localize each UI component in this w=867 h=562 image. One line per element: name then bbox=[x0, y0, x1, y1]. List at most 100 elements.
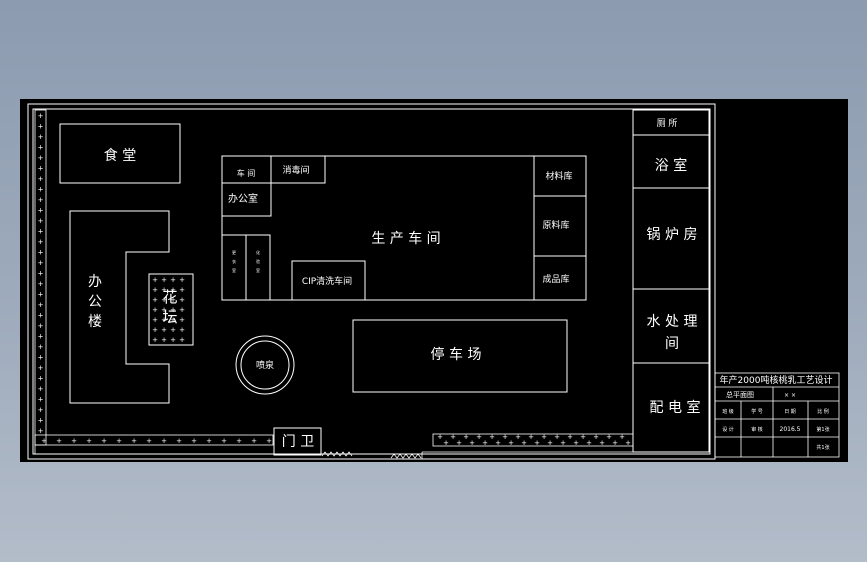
planting-mark: + bbox=[38, 427, 44, 435]
planting-mark: + bbox=[170, 316, 176, 324]
planting-mark: + bbox=[152, 276, 158, 284]
planting-mark: + bbox=[612, 439, 618, 447]
title-block-class: 班 级 bbox=[722, 408, 734, 415]
office-building bbox=[69, 210, 170, 404]
planting-mark: + bbox=[534, 439, 540, 447]
planting-mark: + bbox=[251, 437, 257, 445]
small-room-right bbox=[245, 234, 271, 301]
planting-mark: + bbox=[599, 439, 605, 447]
label-glyph: 化 bbox=[256, 249, 260, 255]
planting-mark: + bbox=[38, 364, 44, 372]
planting-mark: + bbox=[38, 417, 44, 425]
planting-mark: + bbox=[179, 316, 185, 324]
gate-right bbox=[390, 453, 422, 459]
boiler-label: 锅 炉 房 bbox=[647, 227, 698, 243]
planting-mark: + bbox=[547, 439, 553, 447]
finished-goods-label: 成品库 bbox=[542, 273, 569, 285]
canteen-building bbox=[59, 123, 181, 184]
planting-mark: + bbox=[179, 336, 185, 344]
title-block-drawing-name: 总平面图 bbox=[726, 390, 754, 399]
label-glyph: 更 bbox=[232, 250, 236, 255]
planting-mark: + bbox=[38, 175, 44, 183]
fountain-inner-ring bbox=[240, 340, 290, 390]
title-block-title: 年产2000吨核桃乳工艺设计 bbox=[720, 374, 833, 386]
planting-mark: + bbox=[38, 249, 44, 257]
planting-mark: + bbox=[152, 296, 158, 304]
planting-mark: + bbox=[554, 433, 560, 441]
planting-mark: + bbox=[161, 437, 167, 445]
planting-mark: + bbox=[191, 437, 197, 445]
planting-mark: + bbox=[179, 296, 185, 304]
planting-mark: + bbox=[38, 217, 44, 225]
planting-mark: + bbox=[528, 433, 534, 441]
label-line: 坛 bbox=[162, 308, 177, 326]
planting-mark: + bbox=[170, 286, 176, 294]
planting-mark: + bbox=[38, 385, 44, 393]
planting-mark: + bbox=[38, 154, 44, 162]
planting-mark: + bbox=[179, 326, 185, 334]
title-block-year: 2016.5 bbox=[780, 426, 801, 433]
label-line: 办 bbox=[88, 274, 102, 290]
planting-mark: + bbox=[116, 437, 122, 445]
planting-mark: + bbox=[161, 326, 167, 334]
planting-mark: + bbox=[541, 433, 547, 441]
cip-label: CIP清洗车间 bbox=[302, 275, 352, 287]
planting-mark: + bbox=[170, 296, 176, 304]
planting-mark: + bbox=[41, 437, 47, 445]
planting-mark: + bbox=[456, 439, 462, 447]
finished-goods-store bbox=[533, 255, 587, 301]
planting-mark: + bbox=[161, 306, 167, 314]
planting-mark: + bbox=[489, 433, 495, 441]
planting-mark: + bbox=[38, 291, 44, 299]
label-glyph: 衣 bbox=[232, 258, 236, 264]
planting-mark: + bbox=[619, 433, 625, 441]
planting-mark: + bbox=[38, 165, 44, 173]
planting-mark: + bbox=[567, 433, 573, 441]
planting-mark: + bbox=[170, 276, 176, 284]
hedge-left: +++++++++++++++++++++++++++++++ bbox=[34, 109, 47, 446]
planting-mark: + bbox=[38, 228, 44, 236]
parking-label: 停 车 场 bbox=[431, 346, 482, 363]
planting-mark: + bbox=[170, 336, 176, 344]
planting-mark: + bbox=[38, 270, 44, 278]
planting-mark: + bbox=[152, 286, 158, 294]
planting-mark: + bbox=[38, 280, 44, 288]
planting-mark: + bbox=[131, 437, 137, 445]
disinfection-room bbox=[270, 155, 326, 184]
gate-left bbox=[321, 451, 353, 457]
planting-mark: + bbox=[71, 437, 77, 445]
hedge-bottom-right: ++++++++++++++++++++++++++++++ bbox=[432, 433, 634, 447]
border-frame bbox=[27, 103, 716, 460]
service-buildings-column bbox=[632, 109, 710, 453]
planting-mark: + bbox=[521, 439, 527, 447]
planting-mark: + bbox=[38, 312, 44, 320]
label-line: 楼 bbox=[88, 314, 102, 330]
parking-lot bbox=[352, 319, 568, 393]
fountain-label: 喷泉 bbox=[256, 359, 274, 371]
title-block-total-sheets: 共1张 bbox=[816, 444, 829, 451]
production-label: 生 产 车 间 bbox=[371, 230, 440, 247]
title-block-sheet: 第1张 bbox=[816, 426, 829, 433]
planting-mark: + bbox=[38, 396, 44, 404]
planting-mark: + bbox=[152, 306, 158, 314]
water-treatment-label: 水 处 理间 bbox=[647, 314, 698, 352]
planting-mark: + bbox=[170, 326, 176, 334]
planting-mark: + bbox=[450, 433, 456, 441]
planting-mark: + bbox=[56, 437, 62, 445]
planting-mark: + bbox=[152, 336, 158, 344]
planting-mark: + bbox=[161, 336, 167, 344]
hedge-bottom-left: ++++++++++++++++ bbox=[34, 434, 274, 446]
title-block-scale: 比 例 bbox=[817, 408, 829, 415]
planting-mark: + bbox=[101, 437, 107, 445]
planting-mark: + bbox=[206, 437, 212, 445]
office-building-label: 办公楼 bbox=[88, 274, 102, 330]
flower-bed: ++++++++++++++++++++++++++++ bbox=[148, 273, 194, 346]
planting-mark: + bbox=[38, 112, 44, 120]
planting-mark: + bbox=[437, 433, 443, 441]
label-line: 间 bbox=[665, 336, 679, 352]
planting-mark: + bbox=[580, 433, 586, 441]
planting-mark: + bbox=[38, 343, 44, 351]
planting-mark: + bbox=[593, 433, 599, 441]
planting-mark: + bbox=[38, 196, 44, 204]
canteen-label: 食 堂 bbox=[104, 147, 136, 164]
